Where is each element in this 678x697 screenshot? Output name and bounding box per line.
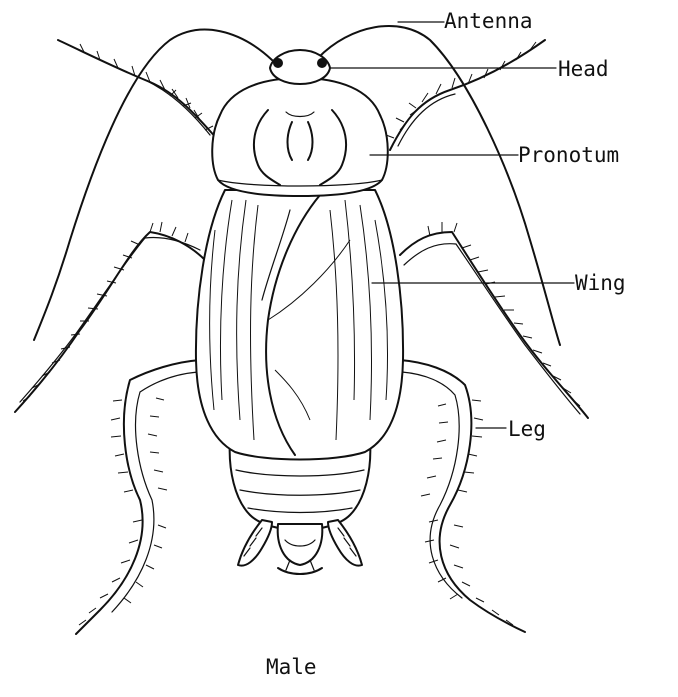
label-wing: Wing [575, 271, 626, 295]
front-leg-right-bristles [386, 42, 536, 138]
caption-male: Male [266, 655, 317, 679]
label-leg: Leg [508, 417, 546, 441]
hind-leg-right-bristles [421, 400, 513, 625]
eye-right [317, 58, 327, 68]
head [270, 50, 330, 84]
middle-leg-left [15, 232, 205, 412]
front-leg-right [390, 40, 545, 150]
wings [196, 190, 403, 460]
label-head: Head [558, 57, 609, 81]
hind-leg-right [400, 360, 525, 632]
wing-body [196, 190, 403, 460]
subgenital-plate [278, 524, 323, 565]
front-leg-left-bristles [80, 44, 213, 130]
front-leg-left [58, 40, 218, 140]
pronotum [212, 78, 388, 196]
pronotum-shield [212, 78, 388, 196]
label-pronotum: Pronotum [518, 143, 619, 167]
cercus-right [328, 520, 362, 566]
cercus-left [238, 520, 272, 566]
eye-left [273, 58, 283, 68]
label-antenna: Antenna [444, 9, 533, 33]
